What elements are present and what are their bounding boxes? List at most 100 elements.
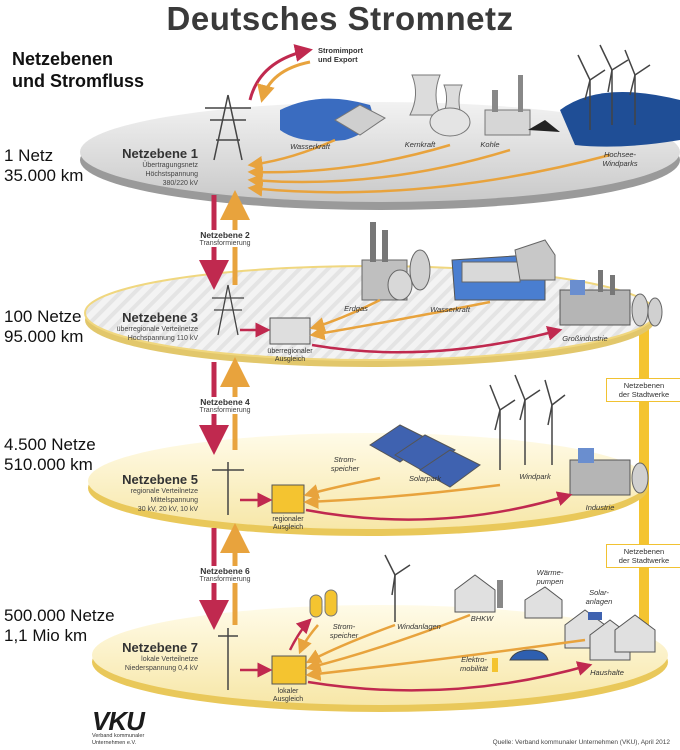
label-chp: BHKW — [470, 614, 494, 623]
stat-length: 1,1 Mio km — [4, 626, 88, 645]
level-title: Netzebene 1 — [122, 146, 198, 161]
label-hydro-3: Wasserkraft — [430, 305, 470, 314]
label-line: überregionaler — [267, 348, 313, 355]
label-emobility: Elektro- mobilität — [452, 655, 496, 673]
transform-desc: Transformierung — [190, 576, 260, 583]
label-storage-7: Strom- speicher — [322, 622, 366, 640]
label-industry-5: Industrie — [585, 503, 615, 512]
label-line: Elektro- — [461, 655, 487, 664]
label-line: Netzebenen — [623, 381, 665, 390]
label-wind-5: Windpark — [519, 472, 551, 481]
level-title: Netzebene 7 — [122, 640, 198, 655]
transform-2-label: Netzebene 2 Transformierung — [190, 230, 260, 247]
pylon-icon — [205, 94, 251, 161]
city-utilities-label: Netzebenen der Stadtwerke — [606, 378, 680, 402]
label-line: Wärme- — [536, 568, 564, 577]
city-utilities-label: Netzebenen der Stadtwerke — [606, 544, 680, 568]
pole-icon — [212, 462, 244, 515]
stat-length: 35.000 km — [4, 166, 84, 185]
level-title: Netzebene 3 — [122, 310, 198, 325]
level-desc-line: Hochspannung 110 kV — [127, 335, 198, 342]
level-desc-line: Höchstspannung — [145, 171, 198, 178]
logo-sub-line: Unternehmen e.V. — [92, 740, 137, 746]
level-5-label: Netzebene 5 regionale Verteilnetze Mitte… — [98, 472, 198, 514]
level-desc-line: 380/220 kV — [162, 180, 198, 187]
pylon-icon — [212, 284, 244, 336]
label-line: mobilität — [460, 664, 488, 673]
label-solar-7: Solar- anlagen — [577, 588, 621, 606]
label-balance-5: regionaler Ausgleich — [255, 516, 321, 532]
stat-level-3: 100 Netze 95.000 km — [4, 307, 83, 347]
stat-count: 500.000 Netze — [4, 606, 115, 625]
source-credit: Quelle: Verband kommunaler Unternehmen (… — [492, 739, 670, 746]
stat-count: 100 Netze — [4, 307, 82, 326]
heading: Netzebenen und Stromfluss — [12, 48, 144, 92]
level-7-plants — [309, 554, 656, 672]
stat-level-1: 1 Netz 35.000 km — [4, 146, 83, 186]
level-desc-line: Mittelspannung — [150, 497, 198, 504]
stat-length: 510.000 km — [4, 455, 93, 474]
level-7-flows — [240, 613, 593, 692]
transform-title: Netzebene 2 — [190, 230, 260, 240]
page-title: Deutsches Stromnetz — [166, 0, 514, 37]
label-line: Strom- — [333, 455, 357, 464]
label-line: der Stadtwerke — [618, 556, 670, 565]
balance-box-level-3 — [269, 317, 311, 345]
level-5-plants — [369, 374, 649, 496]
balance-box-level-5 — [271, 484, 305, 514]
label-wind-7: Windanlagen — [397, 622, 441, 631]
balance-box-level-7 — [271, 655, 307, 685]
label-balance-3: überregionaler Ausgleich — [252, 348, 328, 364]
level-3-flows — [240, 298, 563, 354]
stat-length: 95.000 km — [4, 327, 84, 346]
level-title: Netzebene 5 — [122, 472, 198, 487]
level-desc-line: 30 kV, 20 kV, 10 kV — [137, 506, 198, 513]
import-arrow — [248, 44, 313, 101]
level-desc-line: lokale Verteilnetze — [141, 656, 198, 663]
label-storage-5: Strom- speicher — [320, 455, 370, 473]
label-balance-7: lokaler Ausgleich — [258, 688, 318, 704]
label-gas: Erdgas — [344, 304, 368, 313]
logo-sub-line: Verband kommunaler — [92, 733, 145, 739]
label-line: der Stadtwerke — [618, 390, 670, 399]
vku-logo: VKU — [92, 706, 145, 736]
level-desc-line: Übertragungsnetz — [142, 162, 198, 169]
heading-line-1: Netzebenen — [12, 49, 114, 69]
label-line: Solar- — [589, 588, 609, 597]
label-offshore: Hochsee- Windparks — [590, 150, 650, 168]
transform-6-label: Netzebene 6 Transformierung — [190, 566, 260, 583]
transform-title: Netzebene 4 — [190, 397, 260, 407]
level-5-flows — [240, 476, 573, 521]
level-3-label: Netzebene 3 überregionale Verteilnetze H… — [96, 310, 198, 343]
export-arrow — [257, 60, 311, 103]
level-1-label: Netzebene 1 Übertragungsnetz Höchstspann… — [98, 146, 198, 188]
level-1-flows — [247, 138, 611, 197]
transform-desc: Transformierung — [190, 407, 260, 414]
vku-logo-subtitle: Verband kommunaler Unternehmen e.V. — [92, 733, 144, 747]
label-line: lokaler — [277, 688, 299, 695]
label-line: anlagen — [585, 597, 613, 606]
pole-icon — [218, 628, 238, 690]
label-line: pumpen — [536, 577, 564, 586]
stat-count: 1 Netz — [4, 146, 54, 165]
label-line: Hochsee- — [603, 150, 637, 159]
label-line: Strom- — [332, 622, 356, 631]
label-line: Ausgleich — [272, 524, 304, 531]
label-line: Netzebenen — [623, 547, 665, 556]
heading-line-2: und Stromfluss — [12, 71, 145, 91]
label-line: Ausgleich — [272, 696, 304, 703]
stat-level-7: 500.000 Netze 1,1 Mio km — [4, 606, 115, 646]
export-line: und Export — [318, 55, 358, 64]
label-solar-5: Solarpark — [408, 474, 442, 483]
transform-title: Netzebene 6 — [190, 566, 260, 576]
level-desc-line: Niederspannung 0,4 kV — [124, 665, 198, 672]
transform-desc: Transformierung — [190, 240, 260, 247]
label-hydro-1: Wasserkraft — [290, 142, 330, 151]
stat-count: 4.500 Netze — [4, 435, 96, 454]
label-heatpumps: Wärme- pumpen — [528, 568, 572, 586]
level-7-label: Netzebene 7 lokale Verteilnetze Niedersp… — [98, 640, 198, 673]
label-line: speicher — [330, 464, 360, 473]
level-3-plants — [361, 222, 663, 327]
label-nuclear: Kernkraft — [404, 140, 436, 149]
